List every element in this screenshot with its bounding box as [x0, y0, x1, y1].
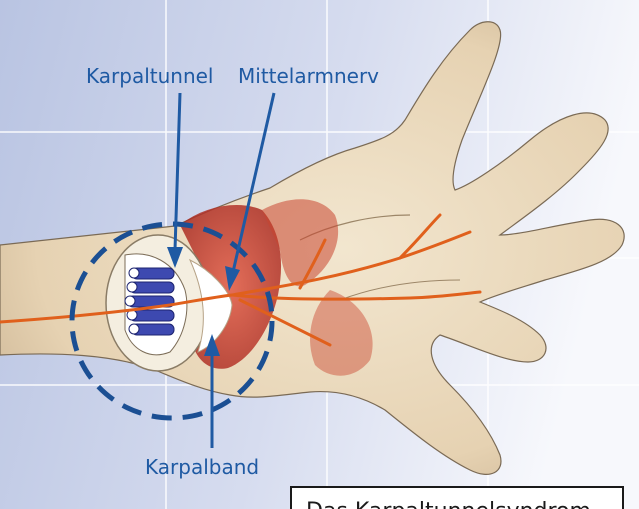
label-mittelarmnerv: Mittelarmnerv	[238, 66, 379, 86]
caption-box: Das Karpaltunnelsyndrom	[290, 486, 624, 509]
label-karpalband: Karpalband	[145, 457, 259, 477]
caption-title: Das Karpaltunnelsyndrom	[306, 499, 591, 509]
label-karpaltunnel: Karpaltunnel	[86, 66, 213, 86]
tendons	[125, 268, 174, 335]
